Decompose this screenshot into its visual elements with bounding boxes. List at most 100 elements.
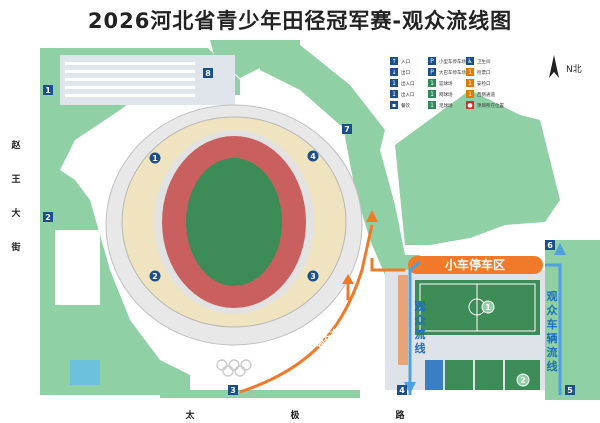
legend-glyph: ▪ [392,102,396,109]
legend-swatch [466,68,474,76]
legend-glyph: 1 [430,102,434,109]
compass: N北 [549,55,582,78]
svg-text:观: 观 [415,300,426,313]
legend-swatch [466,101,474,109]
vehicle-route [408,260,421,395]
svg-text:众: 众 [415,313,427,327]
svg-text:王: 王 [11,174,20,185]
legend-label: 足球场 [439,102,453,109]
svg-text:车: 车 [547,317,558,331]
legend-glyph: ● [467,102,472,109]
green-far-east [545,240,600,400]
legend-glyph: 1 [392,91,396,98]
legend-glyph: 1 [468,91,472,98]
svg-text:极: 极 [290,409,300,421]
svg-text:路: 路 [395,409,405,421]
legend-swatch [428,101,436,109]
legend-label: 入口 [401,59,410,65]
green-south-strip [160,390,360,398]
svg-text:1: 1 [485,303,491,312]
svg-text:2: 2 [152,272,158,281]
walk-strip [398,275,408,365]
legend-glyph: ♿ [467,58,472,65]
svg-text:赵: 赵 [10,139,21,151]
green-west-small [55,230,100,305]
svg-text:1: 1 [152,154,158,163]
tennis-court-2 [475,360,503,390]
svg-text:2: 2 [520,376,526,385]
legend-label: 大巴车停车场 [439,69,466,76]
west-street-label: 赵 王 大 街 [10,139,21,253]
small-parking-banner [408,256,543,274]
legend-glyph: 1 [430,91,434,98]
tennis-court-1 [445,360,473,390]
legend-swatch [466,90,474,98]
svg-text:1: 1 [45,86,51,95]
venue-map: 小车停车区 观 众 车 辆 流 线 观 众 流 线 观众流线 赵 王 大 街 太… [0,40,600,423]
legend-label: 出口 [401,69,410,76]
legend-swatch [466,57,474,65]
svg-text:6: 6 [547,241,553,250]
legend-glyph: ↑ [391,58,396,65]
legend-glyph: 1 [392,80,396,87]
legend-glyph: ↓ [391,69,396,76]
svg-text:7: 7 [344,125,350,134]
gate-markers: 1 2 3 4 5 6 7 8 [43,68,575,395]
legend-label: 篮球场 [439,80,453,87]
legend-label: 安检口 [477,80,491,87]
legend-glyph: 1 [468,80,472,87]
legend-swatch [428,79,436,87]
svg-text:大: 大 [11,207,20,219]
south-street-label: 太 极 路 [184,409,405,421]
green-sw-pond [70,360,100,385]
olympic-rings [216,359,252,377]
svg-text:3: 3 [310,272,316,281]
stadium-pitch [186,158,282,286]
legend-swatch [390,79,398,87]
svg-text:N北: N北 [566,64,582,75]
legend-glyph: 1 [468,69,472,76]
vehicle-flow-label: 观 众 车 辆 流 线 [547,290,559,373]
legend-swatch [390,68,398,76]
legend-glyph: 1 [430,80,434,87]
legend-swatch [466,79,474,87]
svg-text:4: 4 [399,386,405,395]
field-numbers: 1 2 [481,300,530,387]
legend-swatch [390,57,398,65]
basketball-court [425,360,443,390]
page-title: 2026河北省青少年田径冠军赛-观众流线图 [87,9,513,33]
green-east-right [395,90,560,245]
walk-flow-label: 观 众 流 线 [415,300,427,355]
svg-text:2: 2 [45,213,51,222]
green-east [340,110,420,275]
svg-text:辆: 辆 [547,331,558,345]
small-parking-label: 小车停车区 [445,257,505,272]
svg-text:3: 3 [230,386,236,395]
legend-label: 检票口 [477,69,491,76]
svg-text:众: 众 [547,303,559,317]
legend-swatch [428,57,436,65]
stand-numbers: 1 2 3 4 [149,150,319,282]
legend-label: 项目所在位置 [477,102,504,109]
svg-text:观: 观 [547,290,558,303]
legend-glyph: P [430,58,434,65]
legend-label: 出入口 [401,91,415,98]
north-parking-stalls [65,62,195,97]
legend-swatch [428,68,436,76]
svg-text:流: 流 [415,327,426,341]
legend-label: 小型车停车场 [439,58,466,65]
legend-label: 卫生间 [477,58,491,65]
legend-label: 西侧通道 [477,91,495,98]
legend-label: 网球场 [439,91,453,98]
svg-text:8: 8 [205,69,211,78]
svg-text:线: 线 [415,341,426,355]
legend-swatch [390,101,398,109]
svg-text:4: 4 [310,152,316,161]
legend-label: 出入口 [401,80,415,87]
legend-swatch [390,90,398,98]
legend-glyph: P [430,69,434,76]
legend-swatch [428,90,436,98]
audience-walk-route [239,224,374,394]
svg-text:太: 太 [184,409,195,421]
